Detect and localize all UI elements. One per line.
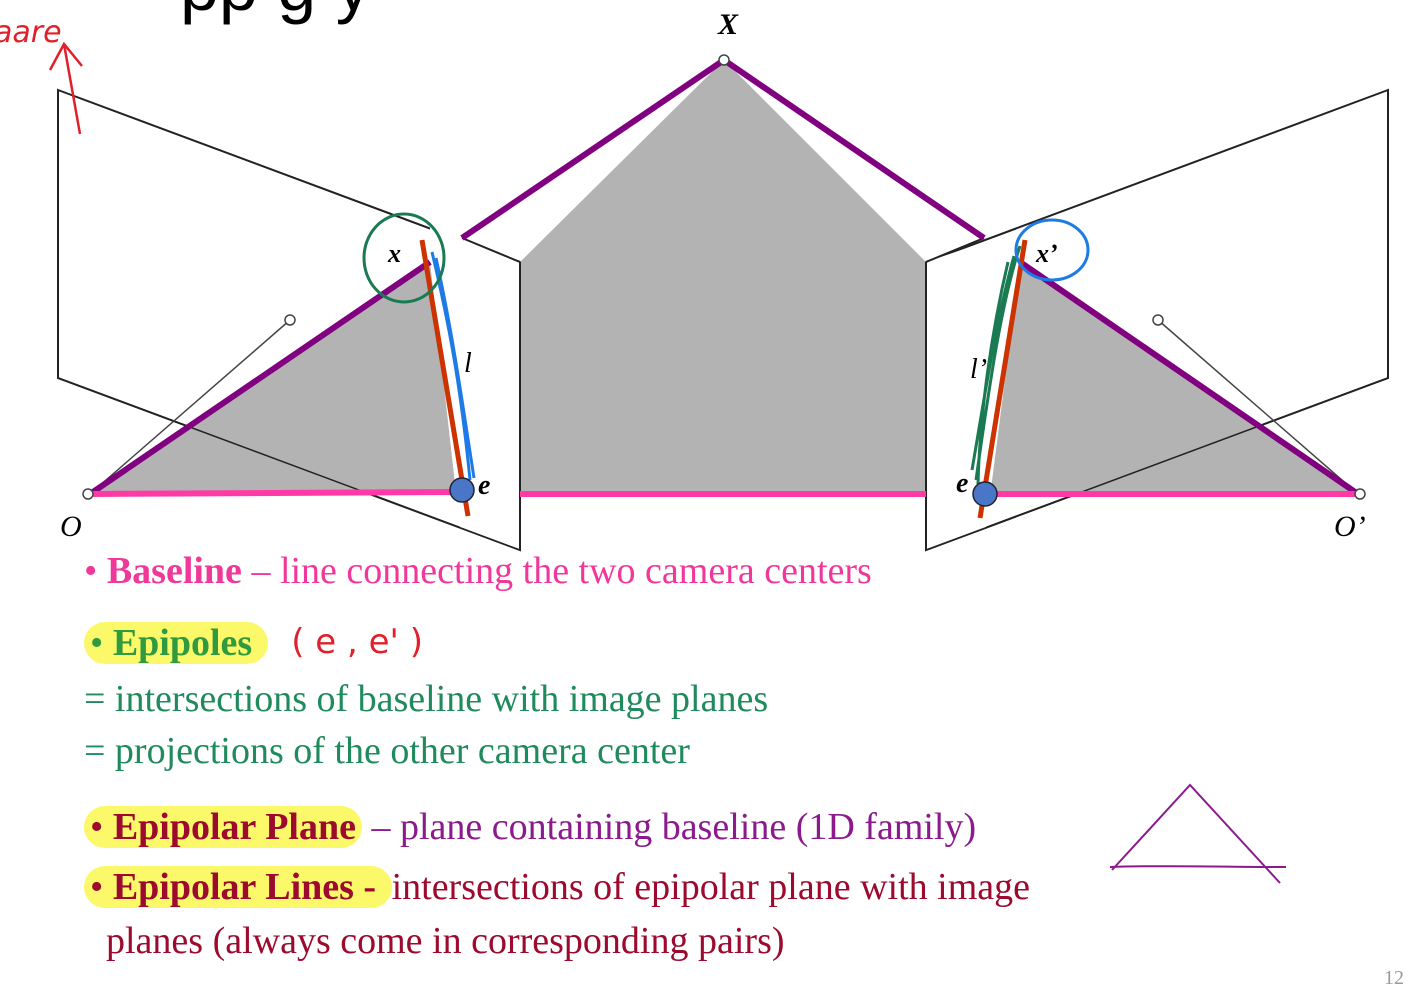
right-epipolar-line-scribble [970,245,1022,485]
right-optical-axis [1157,319,1359,495]
baseline-segment-left [89,489,463,497]
point-x-prime-label: x’ [1035,239,1058,268]
left-epipolar-line-scribble [430,251,476,481]
epipoles-term: Epipoles [112,622,253,664]
camera-center-O-label: O [60,510,82,543]
epipolar-plane-left [90,262,462,494]
epipole-e-right-label: e [956,468,968,499]
epipolar-lines-bullet: • Epipolar Lines - intersections of epip… [84,864,1030,910]
epipoles-handnote: ( e , e' ) [291,622,423,662]
x-prime-annotation-circle [1014,218,1090,282]
left-image-plane [430,220,520,550]
epipolar-plane-bullet: • Epipolar Plane – plane containing base… [84,804,976,850]
right-epipolar-line [977,239,1028,519]
epipoles-def-1: = intersections of baseline with image p… [84,678,769,720]
epipolar-plane-center [520,60,926,494]
epipolar-plane-desc: – plane containing baseline (1D family) [362,806,977,848]
epipole-e-left-label: e [478,470,490,501]
right-principal-point [1152,314,1164,326]
left-principal-point [284,314,296,326]
epipoles-def-2: = projections of the other camera center [84,730,690,772]
right-epipole [972,481,998,507]
left-epipole [449,477,475,503]
left-optical-axis [89,319,291,495]
epipolar-plane-right [985,262,1358,494]
left-camera-center-marker [82,488,94,500]
epipolar-lines-term: Epipolar Lines - [112,866,386,908]
corner-arrow [48,41,83,135]
baseline-desc: – line connecting the two camera centers [241,550,872,592]
epipoles-bullet: • Epipoles ( e , e' ) [84,620,423,667]
point-x-label: x [387,239,401,268]
epipolar-plane-edge-right [1018,259,1360,497]
epipolar-plane-term: Epipolar Plane [112,806,356,848]
right-camera-center-marker [1354,488,1366,500]
left-epipolar-line [419,239,471,517]
line-l-label: l [464,348,472,379]
hand-drawn-triangle [1109,783,1287,884]
baseline-bullet: • Baseline – line connecting the two cam… [84,550,872,592]
world-point-marker [718,54,730,66]
epipolar-plane-highlight: • Epipolar Plane [84,806,362,848]
camera-center-O-prime-label: O’ [1334,510,1366,543]
epipolar-plane-edge-left [88,259,432,497]
epipoles-highlight: • Epipoles [84,622,268,664]
epipolar-lines-highlight: • Epipolar Lines - [84,866,392,908]
epipolar-geometry-diagram: pp g y X x x’ l l’ [0,0,1389,552]
page-number: 12 [1384,967,1404,989]
line-l-prime-label: l’ [970,354,987,385]
epipolar-lines-desc: intersections of epipolar plane with ima… [391,866,1030,908]
corner-scribble: aare [0,15,62,50]
baseline-term: Baseline [106,550,242,592]
x-annotation-circle [362,212,446,304]
epipolar-lines-desc-2: planes (always come in corresponding pai… [106,920,785,962]
point-X-label: X [717,8,739,41]
title-fragment: pp g y [180,0,371,25]
